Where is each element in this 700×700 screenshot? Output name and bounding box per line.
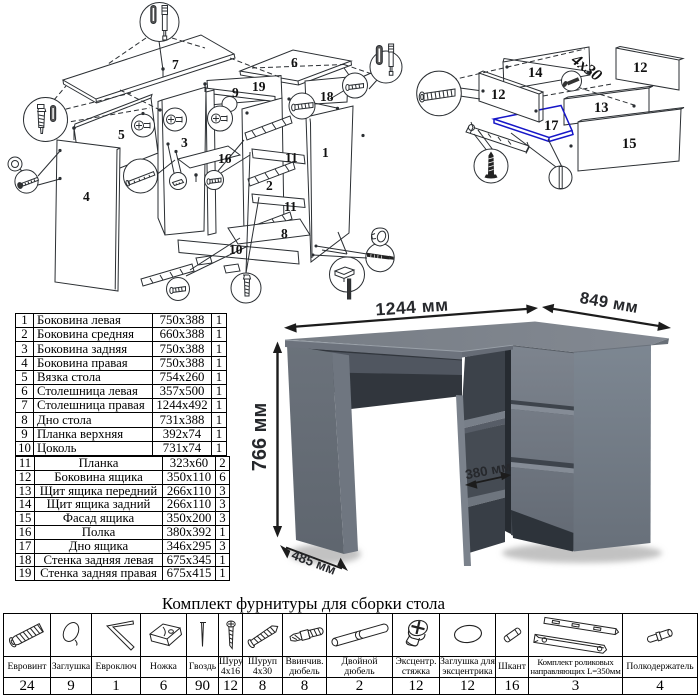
svg-text:19: 19 [252,79,266,94]
svg-text:10: 10 [229,242,243,257]
svg-text:3: 3 [181,135,188,150]
svg-text:16: 16 [218,151,232,166]
svg-text:12: 12 [633,60,648,76]
svg-text:18: 18 [320,89,334,104]
svg-text:6: 6 [291,55,298,70]
svg-text:766 мм: 766 мм [249,403,271,472]
svg-text:1: 1 [322,145,329,160]
svg-text:5: 5 [118,127,125,142]
svg-text:14: 14 [528,65,543,81]
svg-text:15: 15 [622,136,637,152]
svg-text:8: 8 [281,226,288,241]
svg-text:849 мм: 849 мм [578,289,639,317]
svg-text:4: 4 [83,189,90,204]
svg-text:13: 13 [594,100,609,116]
svg-text:17: 17 [544,118,559,134]
svg-text:2: 2 [266,178,273,193]
svg-text:7: 7 [172,57,179,72]
svg-text:9: 9 [232,85,239,100]
svg-text:11: 11 [285,150,298,165]
svg-text:12: 12 [491,87,506,103]
svg-text:11: 11 [284,199,297,214]
